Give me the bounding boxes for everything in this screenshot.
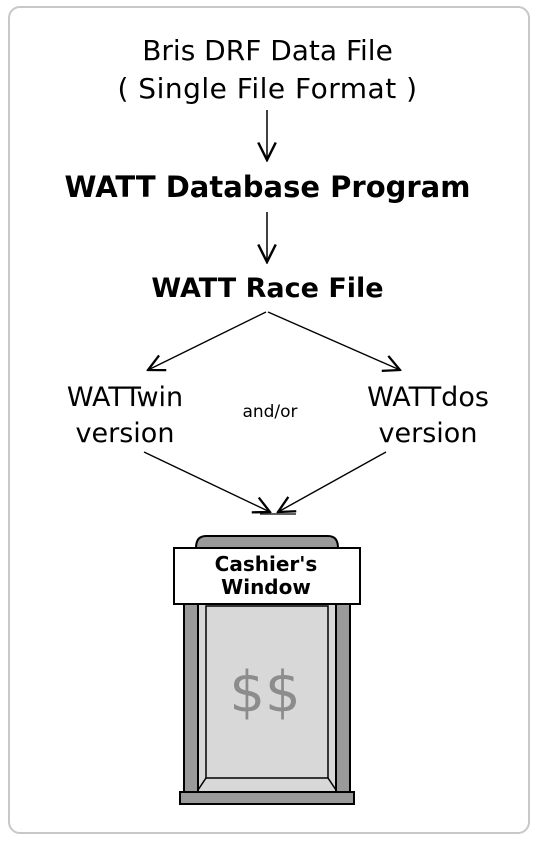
arrow-racefile-to-wattdos [267, 311, 400, 370]
diagram-frame [8, 6, 530, 834]
and-or-label: and/or [242, 402, 298, 422]
arrow-wattwin-to-cashier [143, 451, 270, 512]
wattdos-version-label: WATTdos version [367, 382, 489, 449]
arrow-racefile-to-wattwin [148, 311, 267, 370]
cashier-window-icon [173, 535, 361, 805]
race-file-label: WATT Race File [151, 273, 384, 304]
source-title: Bris DRF Data File [142, 34, 393, 67]
cashier-window-label: Cashier's Window [214, 552, 318, 599]
source-subtitle: ( Single File Format ) [117, 72, 418, 105]
database-program-label: WATT Database Program [64, 170, 471, 204]
money-symbol: $$ [229, 660, 301, 725]
wattwin-version-label: WATTwin version [66, 382, 184, 449]
arrow-wattdos-to-cashier [278, 451, 387, 512]
